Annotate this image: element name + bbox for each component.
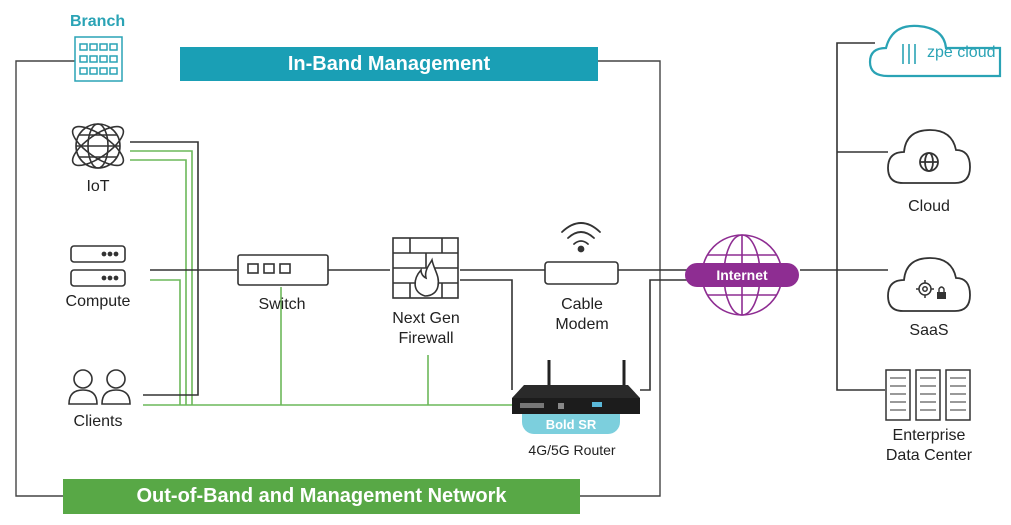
switch-label: Switch xyxy=(258,296,306,313)
lock-icon xyxy=(937,286,946,299)
router-icon xyxy=(512,360,640,414)
in-band-banner: In-Band Management xyxy=(180,47,598,81)
gear-icon xyxy=(916,280,934,298)
modem-icon xyxy=(544,261,619,285)
cloud-icon xyxy=(887,129,971,184)
datacenter-label-line1: Enterprise xyxy=(892,427,966,444)
modem-label-line2: Modem xyxy=(555,316,609,333)
server-icon xyxy=(70,245,126,287)
cloud-label: Cloud xyxy=(908,198,950,215)
datacenter-label-line2: Data Center xyxy=(885,447,973,464)
zpe-cloud-icon xyxy=(868,24,1002,78)
modem-label-line1: Cable xyxy=(561,296,603,313)
router-badge: Bold SR xyxy=(522,414,620,434)
firewall-icon xyxy=(392,237,459,299)
clients-label: Clients xyxy=(73,413,123,430)
saas-cloud-icon xyxy=(887,257,971,312)
building-icon xyxy=(74,36,123,82)
branch-frame xyxy=(15,60,661,497)
branch-label: Branch xyxy=(70,13,126,30)
person-icon xyxy=(68,369,131,405)
internet-badge: Internet xyxy=(685,263,799,287)
compute-label: Compute xyxy=(65,293,131,310)
oob-lines xyxy=(130,150,512,406)
iot-label: IoT xyxy=(86,178,110,195)
globe-icon xyxy=(71,123,125,169)
wifi-icon xyxy=(561,222,601,253)
out-of-band-banner: Out-of-Band and Management Network xyxy=(63,479,580,514)
inband-lines xyxy=(130,42,888,396)
switch-icon xyxy=(237,254,329,286)
router-label: 4G/5G Router xyxy=(528,442,616,458)
saas-label: SaaS xyxy=(909,322,949,339)
firewall-label-line2: Firewall xyxy=(398,330,454,347)
datacenter-icon xyxy=(885,369,971,421)
firewall-label-line1: Next Gen xyxy=(392,310,460,327)
zpe-cloud-text: zpe cloud xyxy=(927,44,996,61)
